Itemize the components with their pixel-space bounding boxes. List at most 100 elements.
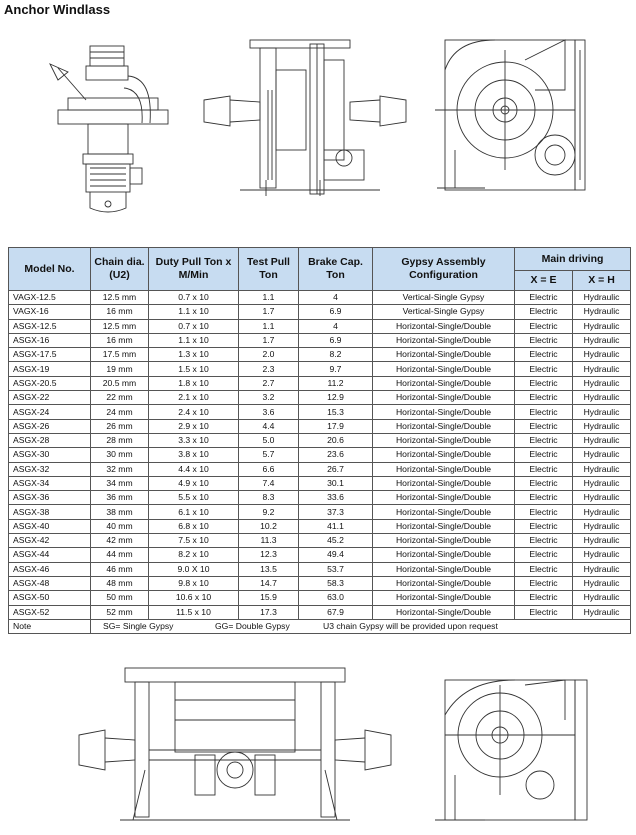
cell-drive-e: Electric: [514, 604, 573, 620]
cell-brake-cap: 17.9: [298, 418, 373, 434]
cell-test-pull: 6.6: [238, 461, 299, 477]
cell-brake-cap: 4: [298, 318, 373, 334]
cell-test-pull: 14.7: [238, 575, 299, 592]
cell-gypsy: Horizontal-Single/Double: [372, 390, 515, 406]
cell-brake-cap: 4: [298, 289, 373, 306]
cell-drive-e: Electric: [514, 332, 573, 349]
cell-duty-pull: 6.8 x 10: [148, 518, 239, 535]
cell-test-pull: 1.7: [238, 332, 299, 349]
page-title: Anchor Windlass: [4, 2, 111, 17]
cell-chain-dia: 48 mm: [90, 575, 149, 592]
cell-chain-dia: 12.5 mm: [90, 318, 149, 334]
cell-drive-e: Electric: [514, 375, 573, 392]
cell-drive-e: Electric: [514, 547, 573, 563]
cell-test-pull: 7.4: [238, 475, 299, 492]
cell-chain-dia: 44 mm: [90, 547, 149, 563]
cell-duty-pull: 1.5 x 10: [148, 361, 239, 377]
cell-model: ASGX-28: [8, 432, 91, 449]
cell-drive-h: Hydraulic: [572, 390, 631, 406]
cell-model: ASGX-44: [8, 547, 91, 563]
cell-model: ASGX-52: [8, 604, 91, 620]
header-chain-dia: Chain dia.(U2): [90, 247, 149, 291]
cell-test-pull: 9.2: [238, 504, 299, 520]
cell-gypsy: Horizontal-Single/Double: [372, 318, 515, 334]
cell-test-pull: 13.5: [238, 561, 299, 577]
cell-test-pull: 11.3: [238, 533, 299, 549]
cell-chain-dia: 24 mm: [90, 404, 149, 420]
header-gypsy: Gypsy Assembly Configuration: [372, 247, 515, 291]
cell-brake-cap: 12.9: [298, 390, 373, 406]
cell-gypsy: Horizontal-Single/Double: [372, 447, 515, 463]
cell-gypsy: Horizontal-Single/Double: [372, 432, 515, 449]
cell-chain-dia: 52 mm: [90, 604, 149, 620]
cell-model: ASGX-36: [8, 490, 91, 506]
cell-duty-pull: 1.1 x 10: [148, 332, 239, 349]
horizontal-windlass-front-drawing: [203, 39, 407, 196]
cell-chain-dia: 12.5 mm: [90, 289, 149, 306]
cell-drive-e: Electric: [514, 504, 573, 520]
cell-brake-cap: 49.4: [298, 547, 373, 563]
cell-drive-e: Electric: [514, 518, 573, 535]
cell-duty-pull: 8.2 x 10: [148, 547, 239, 563]
cell-model: ASGX-20.5: [8, 375, 91, 392]
cell-test-pull: 5.0: [238, 432, 299, 449]
cell-drive-e: Electric: [514, 561, 573, 577]
cell-brake-cap: 67.9: [298, 604, 373, 620]
note-u3: U3 chain Gypsy will be provided upon req…: [323, 620, 498, 631]
vertical-windlass-drawing: [49, 45, 169, 213]
cell-model: VAGX-12.5: [8, 289, 91, 306]
cell-drive-h: Hydraulic: [572, 347, 631, 363]
cell-model: ASGX-48: [8, 575, 91, 592]
cell-duty-pull: 1.3 x 10: [148, 347, 239, 363]
cell-drive-h: Hydraulic: [572, 518, 631, 535]
cell-drive-e: Electric: [514, 361, 573, 377]
cell-chain-dia: 34 mm: [90, 475, 149, 492]
double-gypsy-front-drawing: [78, 667, 392, 821]
cell-duty-pull: 3.8 x 10: [148, 447, 239, 463]
cell-gypsy: Horizontal-Single/Double: [372, 490, 515, 506]
header-model: Model No.: [8, 247, 91, 291]
cell-chain-dia: 30 mm: [90, 447, 149, 463]
cell-test-pull: 5.7: [238, 447, 299, 463]
cell-drive-e: Electric: [514, 432, 573, 449]
cell-drive-e: Electric: [514, 304, 573, 320]
cell-test-pull: 1.7: [238, 304, 299, 320]
cell-drive-e: Electric: [514, 404, 573, 420]
cell-drive-h: Hydraulic: [572, 475, 631, 492]
cell-test-pull: 2.3: [238, 361, 299, 377]
cell-test-pull: 1.1: [238, 318, 299, 334]
cell-test-pull: 12.3: [238, 547, 299, 563]
cell-drive-e: Electric: [514, 490, 573, 506]
cell-model: ASGX-17.5: [8, 347, 91, 363]
cell-duty-pull: 2.1 x 10: [148, 390, 239, 406]
cell-drive-h: Hydraulic: [572, 590, 631, 606]
cell-model: ASGX-32: [8, 461, 91, 477]
cell-drive-e: Electric: [514, 533, 573, 549]
cell-gypsy: Horizontal-Single/Double: [372, 375, 515, 392]
cell-model: ASGX-40: [8, 518, 91, 535]
header-test-pull: Test Pull Ton: [238, 247, 299, 291]
cell-brake-cap: 53.7: [298, 561, 373, 577]
cell-chain-dia: 16 mm: [90, 304, 149, 320]
cell-duty-pull: 4.9 x 10: [148, 475, 239, 492]
cell-gypsy: Vertical-Single Gypsy: [372, 289, 515, 306]
note-sg: SG= Single Gypsy: [103, 620, 174, 631]
cell-gypsy: Horizontal-Single/Double: [372, 475, 515, 492]
cell-brake-cap: 33.6: [298, 490, 373, 506]
cell-test-pull: 4.4: [238, 418, 299, 434]
cell-drive-e: Electric: [514, 461, 573, 477]
windlass-spec-table: Model No. Chain dia.(U2) Duty Pull Ton x…: [8, 247, 631, 635]
cell-drive-e: Electric: [514, 347, 573, 363]
note-gg: GG= Double Gypsy: [215, 620, 290, 631]
cell-model: ASGX-16: [8, 332, 91, 349]
cell-chain-dia: 42 mm: [90, 533, 149, 549]
cell-chain-dia: 40 mm: [90, 518, 149, 535]
